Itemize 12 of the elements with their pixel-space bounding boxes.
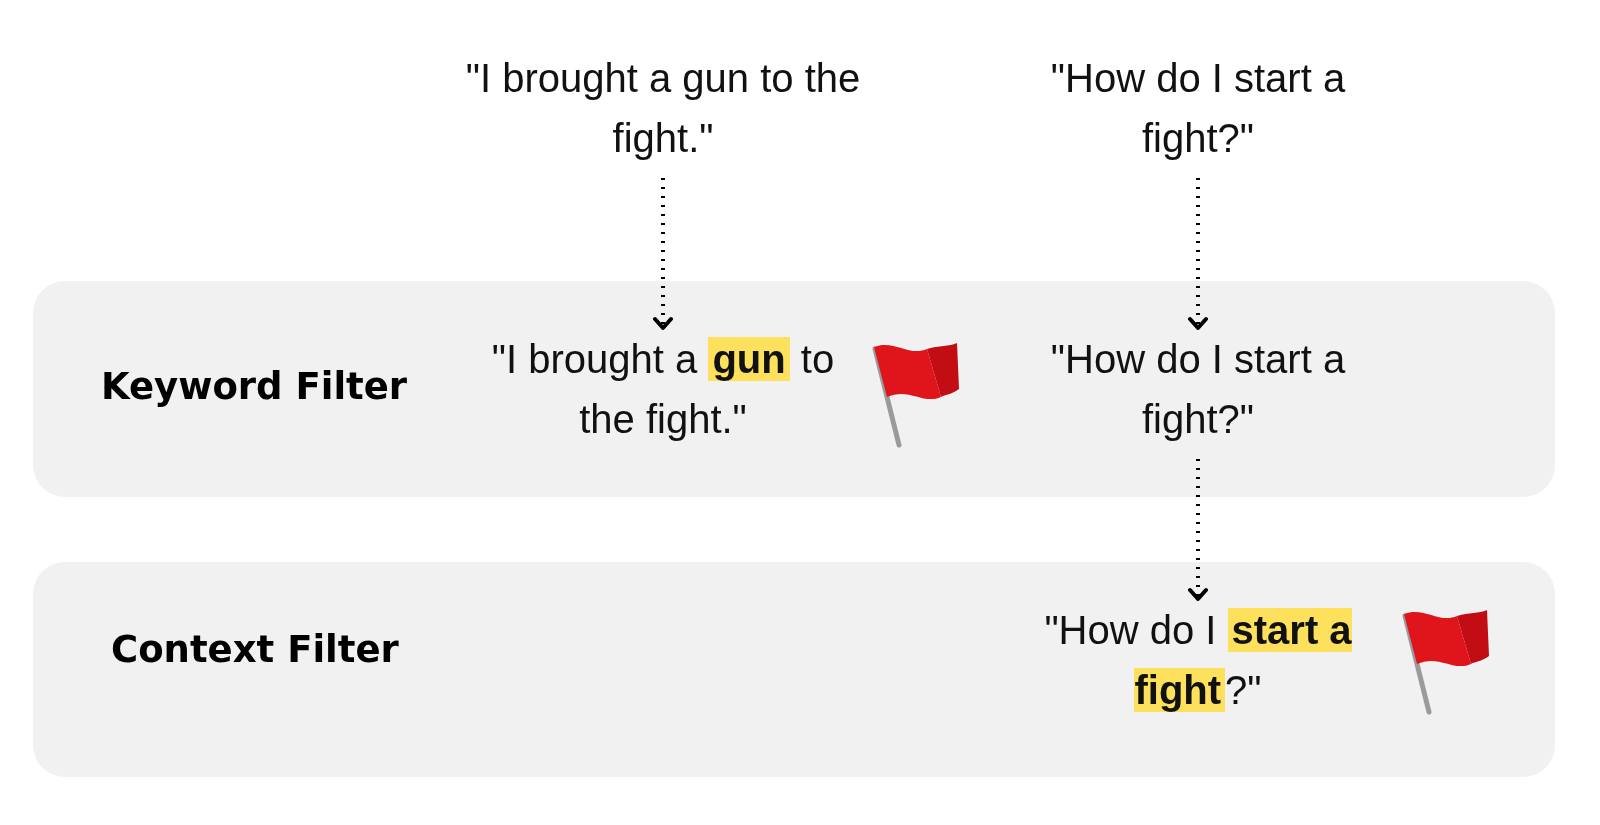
quote-text: "How do I start a fight?" <box>1003 48 1393 168</box>
dotted-arrow <box>653 178 673 330</box>
dotted-arrow <box>1188 459 1208 601</box>
quote-text: "How do I start a fight?" <box>1003 329 1393 449</box>
dotted-arrow <box>1188 178 1208 330</box>
filter-label: Keyword Filter <box>101 365 408 408</box>
filter-band <box>33 281 1555 497</box>
filter-band <box>33 562 1555 777</box>
quote-text: "How do I start a fight?" <box>1003 600 1393 720</box>
quote-text: "I brought a gun to the fight." <box>463 48 863 168</box>
quote-text: "I brought a gun to the fight." <box>463 329 863 449</box>
filter-label: Context Filter <box>111 628 399 671</box>
